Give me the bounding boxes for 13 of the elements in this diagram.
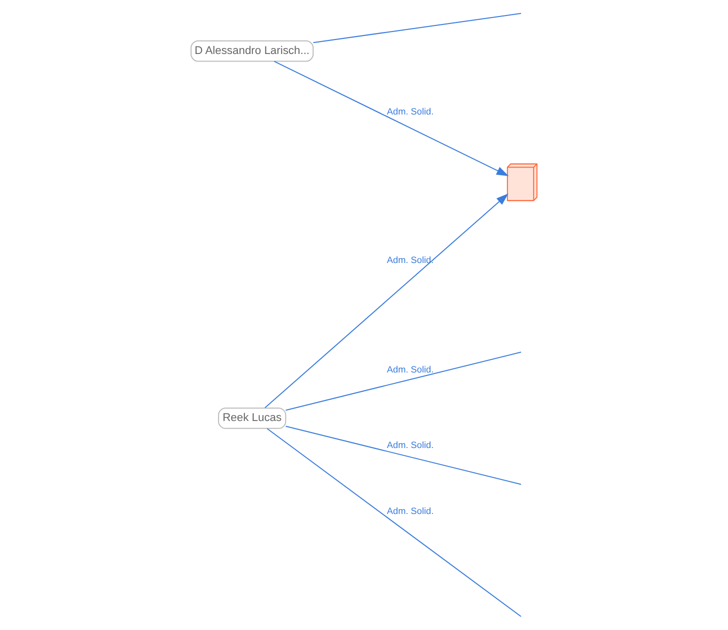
edge-label: Adm. Solid. — [386, 440, 434, 450]
node-box: D Alessandro Larisch... — [190, 40, 314, 62]
connector — [266, 428, 522, 617]
edge-label: Adm. Solid. — [386, 506, 434, 516]
connector — [286, 426, 522, 485]
node-box: Reek Lucas — [218, 408, 286, 429]
edge-label: Adm. Solid. — [386, 106, 434, 116]
arrow — [274, 60, 509, 176]
edge-label: Adm. Solid. — [386, 254, 434, 265]
connector — [313, 12, 522, 44]
arrow — [264, 194, 508, 408]
connector — [286, 352, 522, 411]
edge-label: Adm. Solid. — [386, 364, 434, 375]
